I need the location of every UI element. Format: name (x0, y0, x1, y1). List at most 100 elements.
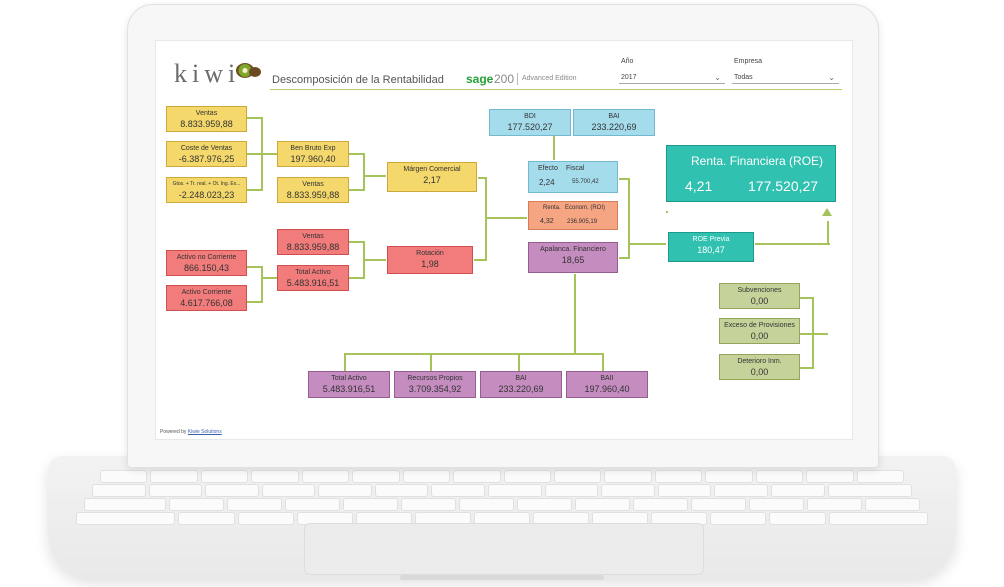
card-ventas-2-value: 8.833.959,88 (286, 190, 340, 200)
keyboard-row (76, 512, 928, 525)
card-gtos[interactable]: Gtos. + Tr. real. + Ot. Ing. Ex... -2.24… (166, 177, 247, 203)
card-activo-no-corriente-value: 866.150,43 (183, 263, 230, 273)
year-filter-dropdown[interactable]: 2017 ⌄ (619, 71, 725, 84)
connector (518, 353, 520, 371)
card-rotacion-value: 1,98 (421, 259, 439, 269)
year-filter-value: 2017 (621, 74, 637, 81)
card-roe-value: 4,21 (685, 178, 713, 194)
card-subvenciones-value: 0,00 (750, 296, 769, 306)
card-apalanca-label: Apalanca. Financiero (540, 246, 606, 253)
connector (754, 243, 830, 245)
card-activo-corriente-value: 4.617.766,08 (180, 298, 233, 308)
card-renta-label: Renta. (543, 205, 561, 211)
card-bdi[interactable]: BDI 177.520,27 (489, 109, 571, 136)
card-bai-label: BAI (608, 113, 620, 120)
card-roe-previa[interactable]: ROE Previa 180,47 (667, 231, 755, 263)
kiwi-half-icon (249, 67, 261, 77)
footer-link[interactable]: Kiwie Solutions (187, 429, 222, 435)
connector (553, 134, 555, 162)
keyboard-row (92, 484, 913, 497)
connector (602, 353, 604, 371)
card-apalanca-financiero[interactable]: Apalanca. Financiero 18,65 (527, 241, 619, 274)
card-bottom-recursos-propios-value: 3.709.354,92 (408, 384, 462, 394)
touchpad (304, 523, 704, 575)
footer-prefix: Powered by (160, 429, 187, 435)
sage-edition: Advanced Edition (522, 75, 577, 82)
card-efecto-value: 2,24 (539, 178, 555, 187)
card-bottom-total-activo[interactable]: Total Activo 5.483.916,51 (308, 371, 390, 398)
connector (628, 178, 630, 259)
card-renta-value: 4,32 (540, 218, 554, 225)
card-ventas-3-label: Ventas (302, 233, 324, 240)
card-bottom-baii-label: BAII (600, 375, 614, 382)
card-margen-value: 2,17 (423, 175, 441, 185)
card-roe-value-2: 177.520,27 (748, 178, 819, 194)
card-bottom-total-activo-value: 5.483.916,51 (322, 384, 376, 394)
card-ventas-label: Ventas (195, 110, 218, 117)
connector (363, 153, 365, 191)
company-filter-label: Empresa (734, 58, 763, 65)
card-bottom-bai[interactable]: BAI 233.220,69 (480, 371, 562, 398)
card-activo-no-corriente[interactable]: Activo no Corriente 866.150,43 (166, 250, 247, 276)
connector (812, 333, 828, 335)
arrow-up-icon (822, 208, 832, 216)
card-ventas[interactable]: Ventas 8.833.959,88 (166, 106, 247, 132)
card-gtos-value: -2.248.023,23 (178, 190, 235, 200)
card-rotacion[interactable]: Rotación 1,98 (386, 245, 474, 275)
footer-powered-by: Powered by Kiwie Solutions (160, 429, 222, 435)
keyboard-row (100, 470, 904, 483)
card-exceso-provisiones-label: Exceso de Provisiones (724, 322, 795, 329)
card-roe-previa-value: 180,47 (697, 245, 725, 255)
card-apalanca-value: 18,65 (561, 255, 585, 265)
card-bottom-recursos-propios[interactable]: Recursos Propios 3.709.354,92 (394, 371, 476, 398)
card-coste-ventas[interactable]: Coste de Ventas -6.387.976,25 (166, 141, 247, 167)
card-roe[interactable]: Renta. Financiera (ROE) 4,21 177.520,27 (665, 144, 837, 203)
card-subvenciones[interactable]: Subvenciones 0,00 (719, 283, 800, 309)
company-filter-dropdown[interactable]: Todas ⌄ (732, 71, 839, 84)
connector (261, 277, 277, 279)
card-fiscal-value: 55.700,42 (572, 179, 599, 185)
card-bottom-baii[interactable]: BAII 197.960,40 (566, 371, 648, 398)
card-bai[interactable]: BAI 233.220,69 (573, 109, 655, 136)
year-filter-label: Año (621, 58, 634, 65)
card-fiscal-label: Fiscal (566, 165, 585, 172)
card-coste-ventas-value: -6.387.976,25 (178, 154, 235, 164)
card-ben-bruto-exp[interactable]: Ben Bruto Exp 197.960,40 (277, 141, 349, 167)
connector (363, 259, 387, 261)
card-total-activo-label: Total Activo (295, 269, 331, 276)
card-deterioro-inm[interactable]: Deterioro Inm. 0,00 (719, 354, 800, 380)
report-title: Descomposición de la Rentabilidad (272, 74, 444, 86)
card-ben-bruto-value: 197.960,40 (290, 154, 336, 164)
card-ventas-2[interactable]: Ventas 8.833.959,88 (277, 177, 349, 203)
card-ventas-3[interactable]: Ventas 8.833.959,88 (277, 229, 349, 255)
card-exceso-provisiones[interactable]: Exceso de Provisiones 0,00 (719, 318, 800, 344)
connector (261, 153, 277, 155)
card-efecto-label: Efecto (538, 165, 558, 172)
connector (473, 259, 487, 261)
connector (666, 211, 668, 213)
connector (485, 177, 487, 261)
chevron-down-icon: ⌄ (828, 73, 835, 82)
card-bottom-bai-label: BAI (515, 375, 527, 382)
card-renta-econom[interactable]: Renta. Econom. (ROI) 4,32 236.905,19 (527, 200, 619, 231)
card-margen-comercial[interactable]: Márgen Comercial 2,17 (386, 161, 478, 193)
card-margen-label: Márgen Comercial (403, 166, 461, 173)
connector (349, 277, 365, 279)
connector (800, 333, 814, 335)
card-econom-label: Econom. (ROI) (565, 205, 606, 211)
card-total-activo[interactable]: Total Activo 5.483.916,51 (277, 265, 349, 291)
connector (477, 177, 487, 179)
card-roe-previa-label: ROE Previa (692, 236, 730, 243)
card-activo-corriente-label: Activo Corriente (181, 289, 232, 296)
connector (800, 367, 814, 369)
card-efecto-fiscal[interactable]: Efecto Fiscal 2,24 55.700,42 (527, 160, 619, 194)
card-activo-corriente[interactable]: Activo Corriente 4.617.766,08 (166, 285, 247, 311)
card-subvenciones-label: Subvenciones (737, 287, 782, 294)
connector (247, 117, 263, 119)
connector (485, 217, 528, 219)
screen: kiwi Descomposición de la Rentabilidad s… (155, 40, 853, 440)
company-filter-value: Todas (734, 74, 753, 81)
card-gtos-label: Gtos. + Tr. real. + Ot. Ing. Ex... (172, 181, 241, 187)
card-ben-bruto-label: Ben Bruto Exp (290, 145, 336, 152)
header-divider (270, 89, 842, 90)
